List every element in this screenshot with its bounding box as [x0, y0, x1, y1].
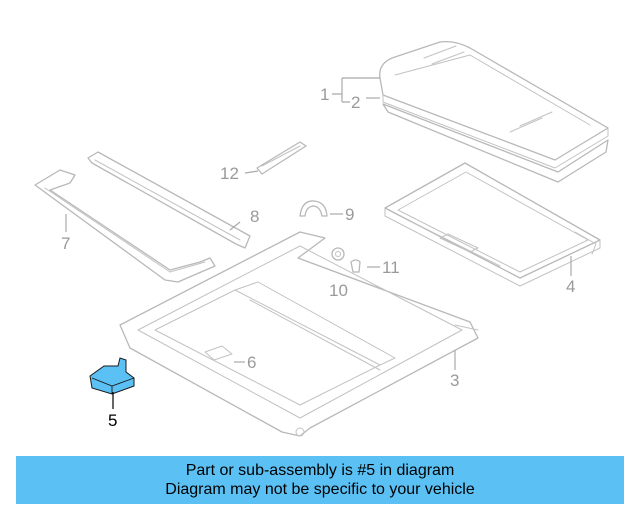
banner-line-2: Diagram may not be specific to your vehi… [165, 481, 475, 498]
parts-diagram: 1 2 12 8 9 7 11 10 4 6 3 5 [34, 40, 609, 437]
bolt-part [350, 259, 361, 273]
housing-frame-part [119, 231, 479, 437]
module-part-highlighted [89, 357, 135, 395]
callout-7: 7 [61, 234, 70, 253]
trim-rail-part [87, 151, 251, 249]
callout-12: 12 [220, 164, 239, 183]
clip-part [299, 200, 328, 217]
nut-part [331, 247, 345, 261]
callout-3: 3 [450, 371, 459, 390]
callout-6: 6 [247, 353, 256, 372]
leader-lines [65, 77, 572, 409]
bracket-part [256, 141, 307, 175]
callout-2: 2 [351, 93, 360, 112]
sunshade-panel-part [384, 162, 601, 287]
module-body [89, 357, 135, 395]
callout-8: 8 [250, 207, 259, 226]
banner-line-1: Part or sub-assembly is #5 in diagram [185, 462, 455, 479]
callout-9: 9 [345, 205, 354, 224]
callout-10: 10 [329, 281, 348, 300]
info-banner: Part or sub-assembly is #5 in diagram Di… [16, 456, 624, 504]
callout-11: 11 [382, 258, 400, 277]
callout-5: 5 [108, 411, 117, 430]
glass-panel-part [379, 40, 609, 183]
callout-1: 1 [320, 85, 329, 104]
callout-4: 4 [566, 277, 575, 296]
rail-frame-part [34, 169, 216, 283]
